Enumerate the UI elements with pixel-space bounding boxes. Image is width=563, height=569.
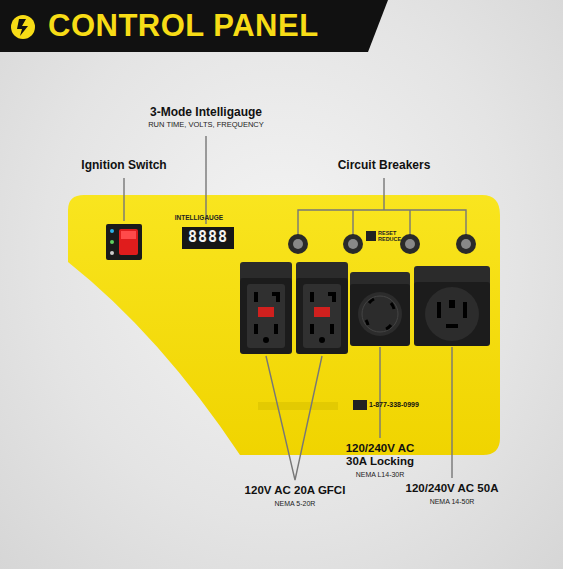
l14-30-outlet <box>350 272 410 346</box>
callout-title: 120/240V AC 50A <box>406 482 499 495</box>
gfci-outlet <box>240 262 292 354</box>
breaker-bracket <box>298 178 466 235</box>
panel-text: INTELLIGAUGE <box>175 214 223 221</box>
control-panel <box>68 195 500 455</box>
panel-text: RESET REDUCE <box>378 231 408 242</box>
callout-subtitle: NEMA 14-50R <box>430 498 475 506</box>
rocker <box>119 229 138 255</box>
brand-icon-bolt <box>17 19 28 36</box>
callout-title: 120V AC 20A GFCI <box>245 484 346 497</box>
callout-subtitle: NEMA L14-30R <box>356 471 405 479</box>
title-banner <box>0 0 388 52</box>
callout-title: 3-Mode Intelligauge <box>150 106 262 120</box>
phone-icon <box>353 400 367 410</box>
phone-number: 1-877-338-0999 <box>369 401 419 409</box>
warning-text-strip <box>258 402 338 410</box>
callout-title: 120/240V AC 30A Locking <box>335 442 425 468</box>
callout-title: Circuit Breakers <box>338 159 431 173</box>
leader-lines <box>124 136 452 480</box>
intelligauge-display <box>182 227 234 249</box>
callout-title: Ignition Switch <box>81 159 166 173</box>
14-50-outlet <box>414 266 490 346</box>
ignition-switch <box>106 224 142 260</box>
callout-subtitle: RUN TIME, VOLTS, FREQUENCY <box>148 121 264 130</box>
callout-subtitle: NEMA 5-20R <box>275 500 316 508</box>
panel-title: CONTROL PANEL <box>48 8 319 44</box>
brand-icon <box>11 15 35 39</box>
rocker-highlight <box>121 231 136 239</box>
display-digits: 8888 <box>188 229 228 246</box>
reset-icon <box>366 231 376 241</box>
gfci-outlet <box>296 262 348 354</box>
